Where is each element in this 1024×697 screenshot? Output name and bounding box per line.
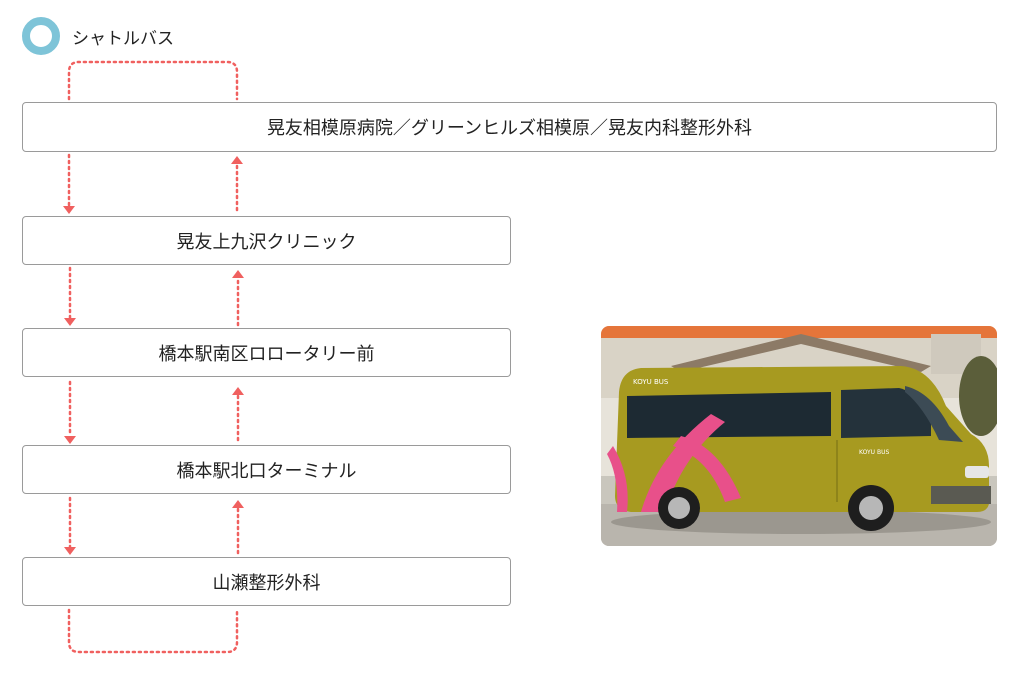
stop-label: 山瀬整形外科 <box>212 572 321 594</box>
shuttle-bus-photo: KOYU BUS KOYU BUS <box>601 326 997 546</box>
bus-illustration: KOYU BUS KOYU BUS <box>601 326 997 546</box>
stop-label: 晃友上九沢クリニック <box>176 231 357 253</box>
up-arrow-1 <box>231 156 243 164</box>
down-arrow-1 <box>63 206 75 214</box>
stop-hashimoto-north: 橋本駅北口ターミナル <box>22 445 511 494</box>
stop-label: 橋本駅南区ロロータリー前 <box>158 343 375 365</box>
stop-hospital: 晃友相模原病院／グリーンヒルズ相模原／晃友内科整形外科 <box>22 102 997 152</box>
top-loop-line <box>67 60 239 101</box>
up-arrow-3 <box>232 387 244 395</box>
up-arrow-2 <box>232 270 244 278</box>
down-arrow-4 <box>64 547 76 555</box>
stop-yamase-clinic: 山瀬整形外科 <box>22 557 511 606</box>
bus-text-2: KOYU BUS <box>859 449 889 456</box>
stop-label: 橋本駅北口ターミナル <box>176 460 357 482</box>
stop-hashimoto-south: 橋本駅南区ロロータリー前 <box>22 328 511 377</box>
stop-kamikyuzawa-clinic: 晃友上九沢クリニック <box>22 216 511 265</box>
bus-text-1: KOYU BUS <box>633 378 669 386</box>
ring-icon <box>22 17 60 55</box>
stop-label: 晃友相模原病院／グリーンヒルズ相模原／晃友内科整形外科 <box>266 118 753 139</box>
down-arrow-2 <box>64 318 76 326</box>
legend-label: シャトルバス <box>72 28 174 49</box>
bottom-loop-line <box>67 608 239 654</box>
up-arrow-4 <box>232 500 244 508</box>
legend: シャトルバス <box>22 17 174 55</box>
down-arrow-3 <box>64 436 76 444</box>
